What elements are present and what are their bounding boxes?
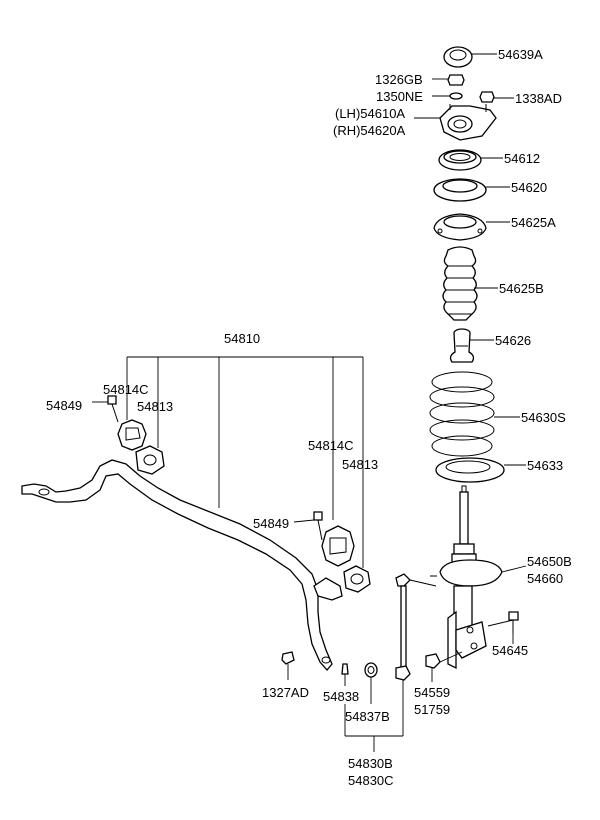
stabilizer-link-part xyxy=(395,573,437,736)
bracket-54810 xyxy=(126,356,364,568)
label-1327AD: 1327AD xyxy=(262,685,309,700)
label-54645: 54645 xyxy=(492,643,528,658)
label-54639A: 54639A xyxy=(498,47,543,62)
label-54814C-left: 54814C xyxy=(103,382,149,397)
washer-part xyxy=(432,92,463,100)
label-1350NE: 1350NE xyxy=(376,89,423,104)
spring-pad-lower-part xyxy=(435,457,526,483)
dust-cap-part xyxy=(443,46,497,68)
label-54837B: 54837B xyxy=(345,709,390,724)
label-54813-left: 54813 xyxy=(137,399,173,414)
nut-part xyxy=(432,74,465,86)
link-bushing-part xyxy=(364,662,378,704)
insulator-part xyxy=(433,213,510,241)
label-54849-left: 54849 xyxy=(46,398,82,413)
label-54813-right: 54813 xyxy=(342,457,378,472)
right-clamp-part xyxy=(321,525,355,567)
strut-mount-part xyxy=(414,104,497,141)
strut-bolt-part xyxy=(487,611,519,644)
label-54838: 54838 xyxy=(323,689,359,704)
dust-boot-part xyxy=(442,246,498,321)
label-54620A: (RH)54620A xyxy=(333,123,406,138)
label-54814C-right: 54814C xyxy=(308,438,354,453)
right-bushing-part xyxy=(343,565,371,593)
label-54625B: 54625B xyxy=(499,281,544,296)
link-bracket xyxy=(344,704,403,752)
label-54612: 54612 xyxy=(504,151,540,166)
right-bolt-part xyxy=(293,511,323,541)
label-54660: 54660 xyxy=(527,571,563,586)
bearing-part xyxy=(438,149,503,171)
pin-part xyxy=(341,663,349,686)
nut-right-part xyxy=(479,91,514,103)
left-clamp-part xyxy=(117,419,147,451)
spring-seat-upper-part xyxy=(433,178,510,202)
label-54630S: 54630S xyxy=(521,410,566,425)
strut-body-part xyxy=(430,485,527,670)
label-54830C: 54830C xyxy=(348,773,394,788)
bump-stopper-part xyxy=(449,328,494,363)
label-54650B: 54650B xyxy=(527,554,572,569)
label-54849-right: 54849 xyxy=(253,516,289,531)
label-1338AD: 1338AD xyxy=(515,91,562,106)
label-54610A: (LH)54610A xyxy=(335,106,405,121)
strut-nut-part xyxy=(425,651,463,682)
label-54633: 54633 xyxy=(527,458,563,473)
label-54625A: 54625A xyxy=(511,215,556,230)
coil-spring-part xyxy=(429,371,520,457)
label-1326GB: 1326GB xyxy=(375,72,423,87)
label-54810: 54810 xyxy=(224,331,260,346)
left-bushing-part xyxy=(135,445,165,475)
stabilizer-bar-part xyxy=(21,459,343,672)
label-54830B: 54830B xyxy=(348,756,393,771)
left-bolt-part xyxy=(92,395,119,423)
bar-nut-part xyxy=(281,651,295,680)
label-54620: 54620 xyxy=(511,180,547,195)
label-54559: 54559 xyxy=(414,685,450,700)
label-54626: 54626 xyxy=(495,333,531,348)
label-51759: 51759 xyxy=(414,702,450,717)
